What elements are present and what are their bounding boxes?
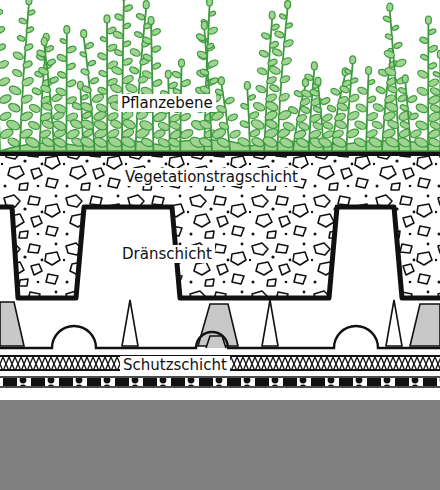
plant-stem <box>138 16 167 151</box>
plant-stem <box>278 79 310 151</box>
layer-label: Dränschicht <box>119 245 215 263</box>
layer-label: Vegetationstragschicht <box>122 168 301 186</box>
plant-stem <box>428 50 440 151</box>
substrate-gravel <box>0 155 440 298</box>
substrate-top-line <box>0 151 440 156</box>
plant-stem <box>215 77 242 151</box>
plant-stem <box>24 33 54 151</box>
plant-stem <box>295 62 323 151</box>
plant-stem <box>188 0 218 151</box>
plant-stem <box>331 56 360 151</box>
plant-stem <box>413 16 440 151</box>
plant-stem <box>309 77 335 151</box>
drainage-element <box>0 207 440 298</box>
plant-stem <box>36 38 67 151</box>
layer-label: Pflanzebene <box>118 94 216 112</box>
plant-layer <box>0 0 440 151</box>
layer-label: Schutzschicht <box>120 356 230 374</box>
plant-stem <box>79 30 109 151</box>
drainage-supports <box>0 300 440 348</box>
plant-stem <box>52 26 81 151</box>
sealing-layer <box>0 377 440 387</box>
roof-slab <box>0 400 440 490</box>
plant-stem <box>383 3 413 151</box>
